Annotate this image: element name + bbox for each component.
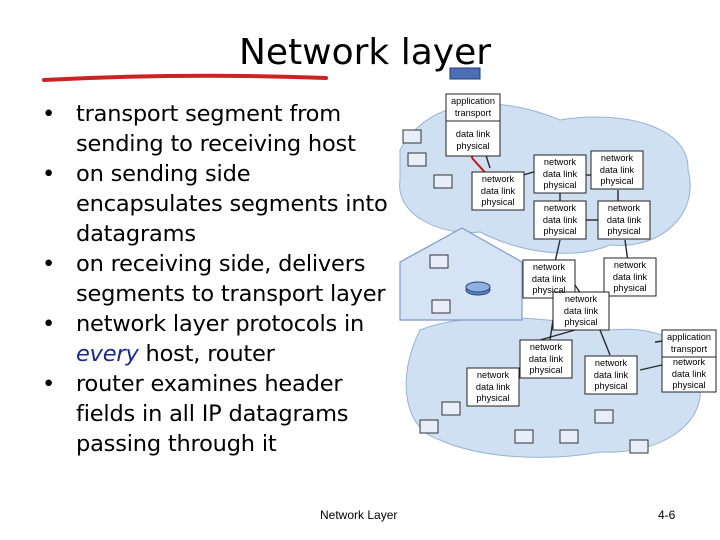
bullet-list: transport segment from sending to receiv… bbox=[42, 99, 392, 459]
router-icons bbox=[465, 281, 491, 296]
home-network bbox=[399, 227, 523, 321]
slide-number: 4-6 bbox=[658, 508, 676, 522]
host-right-stack: application transport bbox=[667, 332, 711, 354]
slide-title: Network layer bbox=[238, 32, 492, 73]
bullet-item: on sending side encapsulates segments in… bbox=[42, 159, 392, 249]
bullet-item: on receiving side, delivers segments to … bbox=[42, 249, 392, 309]
bullet-item: router examines header fields in all IP … bbox=[42, 369, 392, 459]
bullet-item: network layer protocols in every host, r… bbox=[42, 309, 392, 369]
stack-frames bbox=[445, 93, 717, 407]
host-left-stack: application transport bbox=[451, 96, 495, 118]
host-right-stack-lower: network data link physical bbox=[671, 357, 707, 390]
host-left-stack-lower: data link physical bbox=[455, 129, 491, 151]
isp-cloud-bottom bbox=[405, 317, 701, 458]
bullet-item: transport segment from sending to receiv… bbox=[42, 99, 392, 159]
title-underline bbox=[42, 67, 481, 82]
host-icons bbox=[402, 129, 649, 454]
footer-label: Network Layer bbox=[320, 508, 398, 522]
